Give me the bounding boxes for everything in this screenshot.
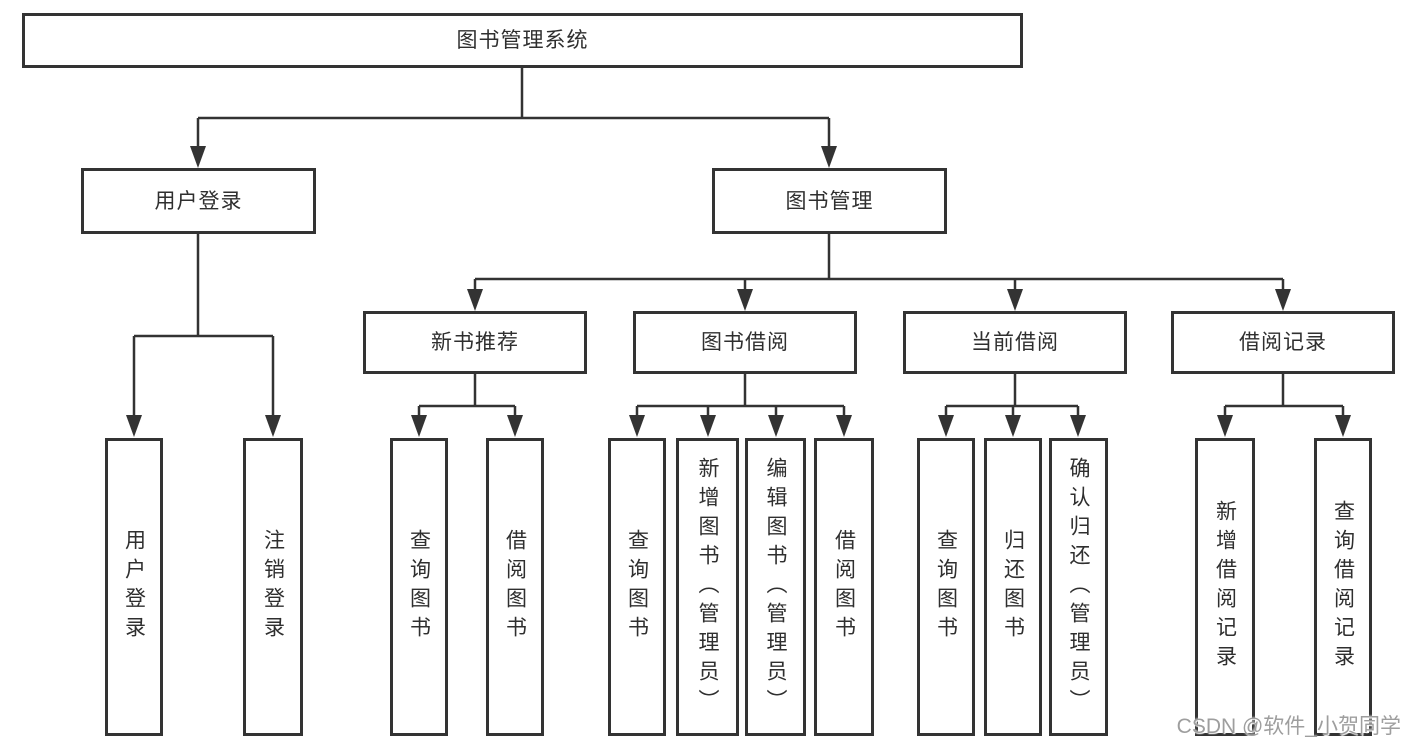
node-label: 图书借阅 (701, 331, 789, 354)
connector-new-book-recommend-to-leaves (411, 374, 523, 437)
leaf-recommend-borrow-books: 借阅图书 (486, 438, 544, 736)
node-library-system: 图书管理系统 (22, 13, 1023, 68)
node-label: 新增借阅记录 (1213, 500, 1237, 674)
node-label: 归还图书 (1001, 529, 1025, 645)
node-label: 注销登录 (261, 529, 285, 645)
node-label: 查询图书 (625, 529, 649, 645)
node-label: 用户登录 (122, 529, 146, 645)
leaf-logout: 注销登录 (243, 438, 303, 736)
connector-current-borrowing-to-leaves (938, 374, 1086, 437)
node-label: 新书推荐 (431, 331, 519, 354)
node-book-borrowing: 图书借阅 (633, 311, 857, 374)
leaf-recommend-query-books: 查询图书 (390, 438, 448, 736)
csdn-watermark: CSDN @软件_小贺同学 (1176, 715, 1401, 738)
node-label: 新增图书（管理员） (696, 456, 719, 718)
connector-book-management-to-level3 (467, 234, 1291, 311)
node-label: 借阅图书 (832, 529, 856, 645)
leaf-records-query-borrow-record: 查询借阅记录 (1314, 438, 1372, 736)
node-label: 借阅图书 (503, 529, 527, 645)
node-label: 用户登录 (154, 189, 243, 213)
connector-book-borrowing-to-leaves (629, 374, 852, 437)
node-label: 查询图书 (407, 529, 431, 645)
connector-borrowing-records-to-leaves (1217, 374, 1351, 437)
node-label: 图书管理 (785, 189, 874, 213)
node-new-book-recommend: 新书推荐 (363, 311, 587, 374)
node-label: 图书管理系统 (456, 29, 589, 52)
connector-root-to-level2 (190, 68, 837, 168)
node-user-login: 用户登录 (81, 168, 316, 234)
node-label: 确认归还（管理员） (1067, 456, 1090, 718)
leaf-current-confirm-return-admin: 确认归还（管理员） (1049, 438, 1108, 736)
connector-user-login-to-leaves (126, 234, 281, 437)
node-book-management: 图书管理 (712, 168, 947, 234)
node-label: 借阅记录 (1239, 331, 1327, 354)
leaf-records-add-borrow-record: 新增借阅记录 (1195, 438, 1255, 736)
leaf-current-return-books: 归还图书 (984, 438, 1042, 736)
leaf-borrowing-borrow-books: 借阅图书 (814, 438, 874, 736)
leaf-borrowing-query-books: 查询图书 (608, 438, 666, 736)
node-borrowing-records: 借阅记录 (1171, 311, 1395, 374)
leaf-user-login: 用户登录 (105, 438, 163, 736)
node-current-borrowing: 当前借阅 (903, 311, 1127, 374)
node-label: 查询图书 (934, 529, 958, 645)
node-label: 编辑图书（管理员） (764, 456, 787, 718)
node-label: 查询借阅记录 (1331, 500, 1355, 674)
node-label: 当前借阅 (971, 331, 1059, 354)
leaf-borrowing-add-books-admin: 新增图书（管理员） (676, 438, 739, 736)
leaf-borrowing-edit-books-admin: 编辑图书（管理员） (745, 438, 806, 736)
leaf-current-query-books: 查询图书 (917, 438, 975, 736)
